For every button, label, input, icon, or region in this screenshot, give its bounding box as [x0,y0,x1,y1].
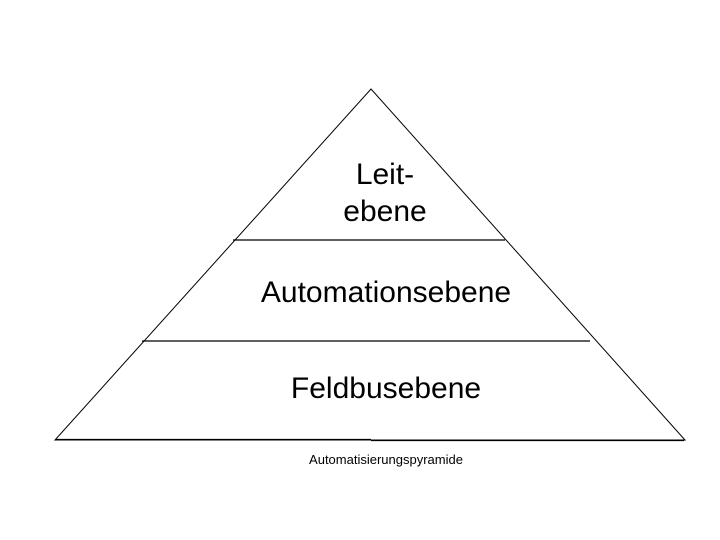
tier-label-leitebene: Leit- ebene [343,158,427,228]
tier-label-automationsebene: Automationsebene [260,276,512,309]
tier-label-feldbusebene: Feldbusebene [290,372,482,405]
diagram-caption: Automatisierungspyramide [309,452,463,467]
